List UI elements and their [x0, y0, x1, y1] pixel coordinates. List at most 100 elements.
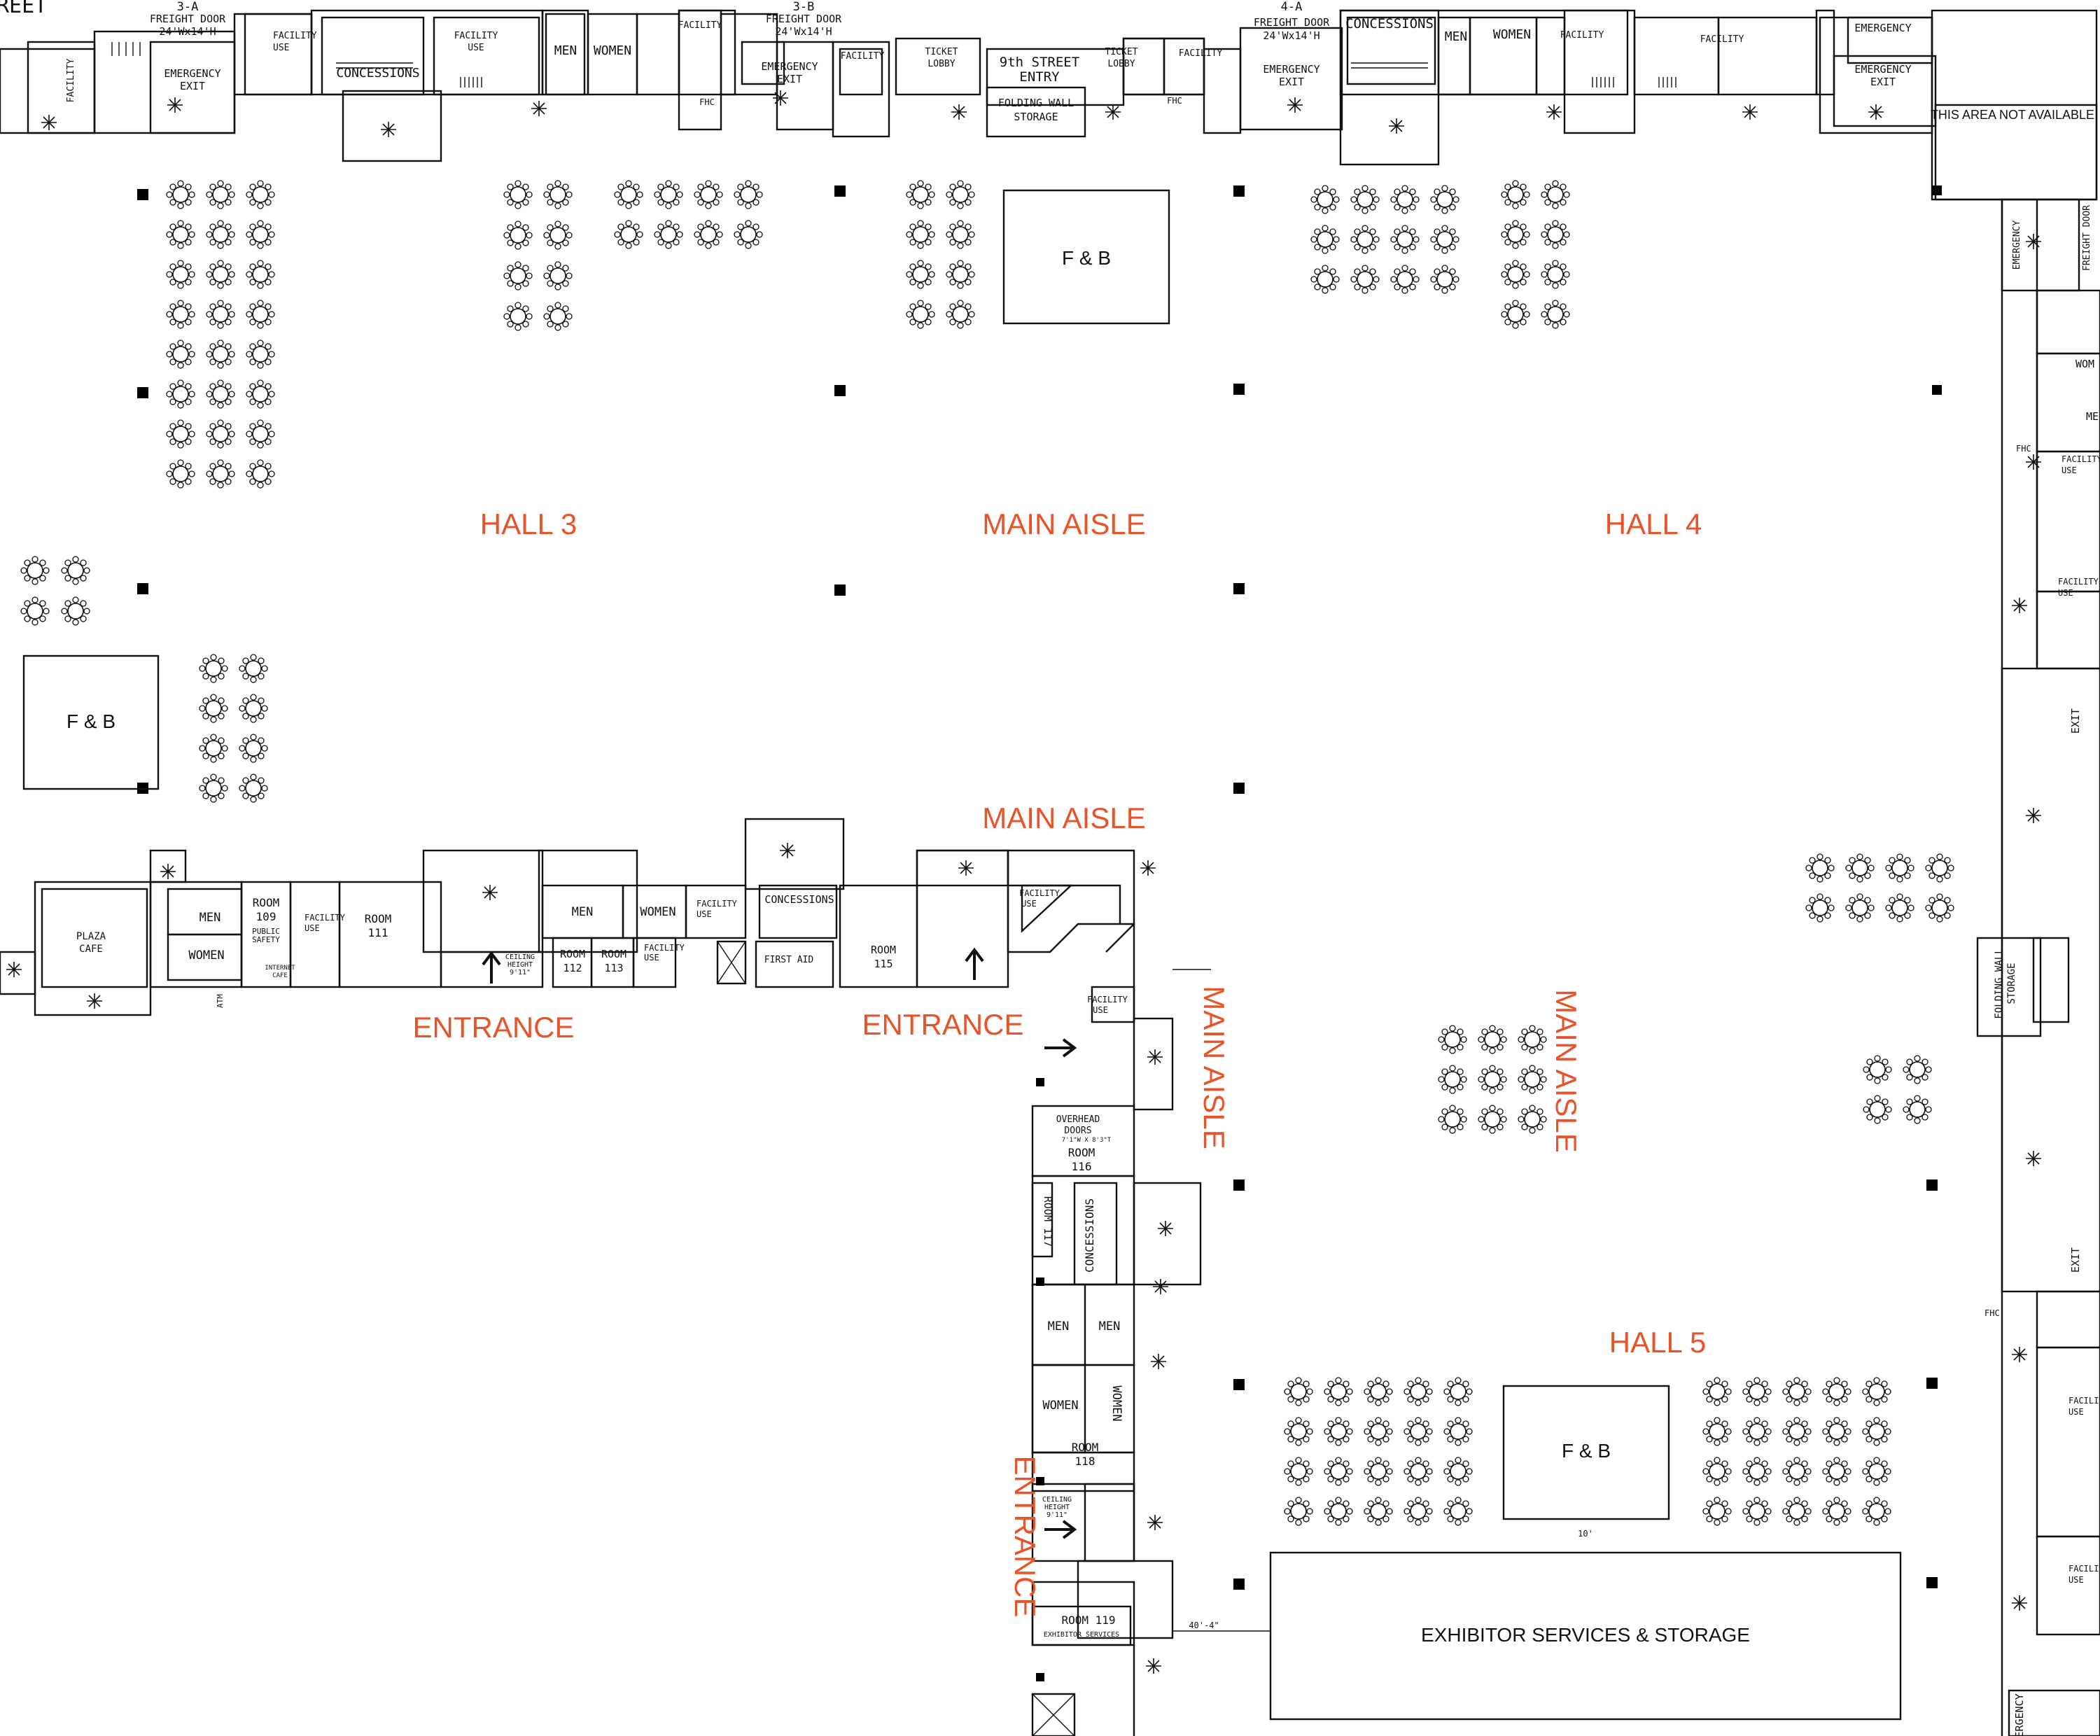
round-table [1822, 1417, 1851, 1446]
round-table [654, 220, 683, 249]
round-table [206, 419, 235, 449]
round-table [1390, 265, 1420, 294]
ticket-lobby-2b: LOBBY [1107, 59, 1135, 69]
women-lower-2: WOMEN [640, 905, 676, 919]
facility-right-1b: USE [2062, 465, 2077, 475]
area-boxes: F & B F & B F & B EXHIBITOR SERVICES & S… [22, 189, 1902, 1721]
main-aisle-label-4: MAIN AISLE [1550, 989, 1583, 1152]
round-table [614, 220, 643, 249]
round-table [1390, 225, 1420, 254]
fhc-label-2: FHC [1167, 96, 1182, 106]
round-table [1845, 893, 1875, 923]
women-partial-right: WOM [2076, 358, 2094, 370]
round-table [1541, 300, 1570, 329]
round-table [239, 654, 268, 683]
round-table [1501, 180, 1530, 209]
round-table [206, 260, 235, 289]
round-table [20, 596, 50, 626]
round-table [239, 694, 268, 723]
fhc-right-2: FHC [1984, 1308, 2000, 1318]
ceiling-height-3: 9'11" [510, 969, 531, 976]
hall-3-label: HALL 3 [480, 507, 578, 540]
facility-right-2: FACILITY [2058, 577, 2099, 587]
round-table [1310, 225, 1340, 254]
round-table [199, 774, 228, 803]
women-lower-1: WOMEN [188, 948, 224, 962]
facility-use-label-1: FACILITY [273, 31, 317, 41]
round-table [246, 459, 275, 489]
fhc-label-1: FHC [699, 97, 715, 107]
round-table [1805, 893, 1835, 923]
round-tables [20, 180, 1954, 1526]
round-table [1903, 1095, 1932, 1124]
round-table [1284, 1417, 1313, 1446]
facility-lower-3b: USE [644, 953, 659, 962]
top-building-strip: REET 3-A FREIGHT DOOR 24'Wx14'H EMERGENC… [0, 0, 2098, 250]
first-aid-label: FIRST AID [764, 955, 814, 965]
round-table [1822, 1497, 1851, 1526]
emergency-exit-label-2: EMERGENCY [761, 60, 818, 73]
facility-right-3: FACILITY [2068, 1396, 2100, 1406]
room-115-num: 115 [874, 958, 892, 970]
round-table [1702, 1497, 1732, 1526]
exit-label-1: EXIT [180, 80, 205, 92]
exit-label-3: EXIT [1279, 76, 1304, 88]
round-table [1518, 1065, 1547, 1094]
freight-3a-line2: 24'Wx14'H [159, 25, 216, 38]
facility-right-2b: USE [2058, 588, 2073, 598]
exhibitor-services-small: EXHIBITOR SERVICES [1044, 1631, 1119, 1639]
facility-lower-5b: USE [1093, 1005, 1108, 1015]
entrance-arrows [482, 947, 1077, 1539]
facility-right-4b: USE [2068, 1575, 2084, 1585]
round-table [20, 556, 50, 585]
public-safety-2: SAFETY [252, 935, 280, 944]
round-table [1845, 853, 1875, 883]
room-118-num: 118 [1075, 1455, 1096, 1468]
freight-4a-line2: 24'Wx14'H [1263, 29, 1320, 42]
round-table [1903, 1055, 1932, 1084]
ninth-street-entry-1: 9th STREET [1000, 55, 1079, 70]
exit-label-2: EXIT [777, 73, 802, 85]
round-table [206, 300, 235, 329]
round-table [1364, 1457, 1393, 1486]
round-table [1350, 265, 1380, 294]
round-table [166, 419, 195, 449]
men-side-1: MEN [1048, 1320, 1070, 1334]
men-lower-2: MEN [572, 905, 594, 919]
round-table [166, 379, 195, 409]
round-table [694, 180, 723, 209]
round-table [246, 220, 275, 249]
round-table [1478, 1105, 1507, 1134]
round-table [166, 220, 195, 249]
round-table [1404, 1497, 1433, 1526]
round-table [61, 556, 90, 585]
round-table [1364, 1377, 1393, 1406]
ceiling-side-1: CEILING [1042, 1496, 1072, 1504]
round-table [1541, 260, 1570, 289]
atm-label: ATM [216, 994, 225, 1008]
round-table [1541, 220, 1570, 249]
facility-use-label-3: FACILITY [678, 20, 722, 31]
fb-left-label: F & B [66, 710, 115, 732]
freight-door-right-label: FREIGHT DOOR [2082, 205, 2092, 271]
dimension-40-label: 40'-4" [1189, 1620, 1219, 1630]
emergency-exit-label-5: EMERGENCY [1854, 63, 1911, 76]
round-table [946, 300, 975, 329]
fhc-right-label: FHC [2016, 444, 2031, 454]
facility-lower-4: FACILITY [1019, 888, 1060, 898]
room-119-label: ROOM 119 [1061, 1614, 1115, 1627]
round-table [1284, 1377, 1313, 1406]
round-table [1782, 1457, 1812, 1486]
round-table [1541, 180, 1570, 209]
ticket-lobby-1b: LOBBY [927, 59, 955, 69]
round-table [1742, 1457, 1772, 1486]
round-table [206, 379, 235, 409]
round-table [1324, 1377, 1353, 1406]
round-table [1430, 185, 1460, 214]
round-table [1438, 1025, 1467, 1054]
round-table [614, 180, 643, 209]
round-table [1742, 1497, 1772, 1526]
round-table [1430, 225, 1460, 254]
concessions-side: CONCESSIONS [1083, 1198, 1096, 1273]
